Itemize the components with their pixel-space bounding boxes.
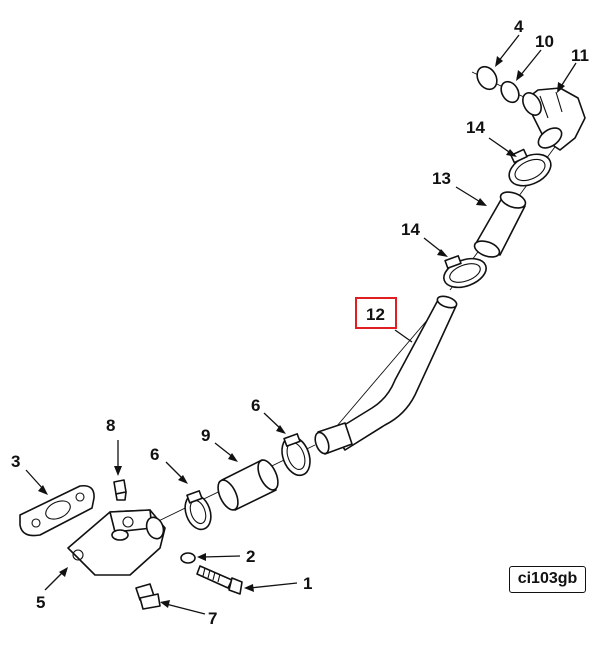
callout-5: 5	[36, 593, 45, 612]
callout-2: 2	[246, 547, 255, 566]
callout-1: 1	[303, 574, 312, 593]
callout-4: 4	[514, 17, 524, 36]
leader-lines	[25, 34, 577, 615]
part-12-bent-tube	[314, 295, 458, 455]
part-3-gasket	[19, 484, 95, 537]
part-13-hose	[473, 191, 527, 258]
part-1-capscrew	[196, 565, 243, 595]
callout-7: 7	[208, 609, 217, 628]
callout-14-lower: 14	[401, 220, 420, 239]
callout-11: 11	[571, 46, 589, 65]
callout-6-upper: 6	[251, 396, 260, 415]
callout-10: 10	[535, 32, 554, 51]
part-2-washer	[180, 552, 196, 564]
callout-12: 12	[366, 305, 385, 324]
callout-14-upper: 14	[466, 118, 485, 137]
callout-8: 8	[106, 416, 115, 435]
reference-code: ci103gb	[509, 566, 586, 593]
part-4-o-ring	[476, 65, 498, 91]
assembly-centerline	[139, 71, 561, 531]
callout-13: 13	[432, 169, 451, 188]
callout-12-highlight	[355, 297, 397, 329]
part-14-hose-clamp-upper	[508, 148, 552, 187]
callout-9: 9	[201, 426, 210, 445]
part-5-connection-body	[67, 509, 166, 576]
part-7-plug	[135, 583, 161, 610]
callout-6-lower: 6	[150, 445, 159, 464]
part-11-elbow-fitting	[522, 87, 586, 151]
part-6-hose-clamp-lower	[184, 490, 212, 531]
part-9-hose	[217, 459, 279, 511]
part-8-plug	[113, 479, 127, 501]
part-14-hose-clamp-lower	[443, 255, 487, 289]
part-6-hose-clamp-upper	[281, 433, 311, 477]
callout-3: 3	[11, 452, 20, 471]
part-10-o-ring	[500, 80, 520, 104]
